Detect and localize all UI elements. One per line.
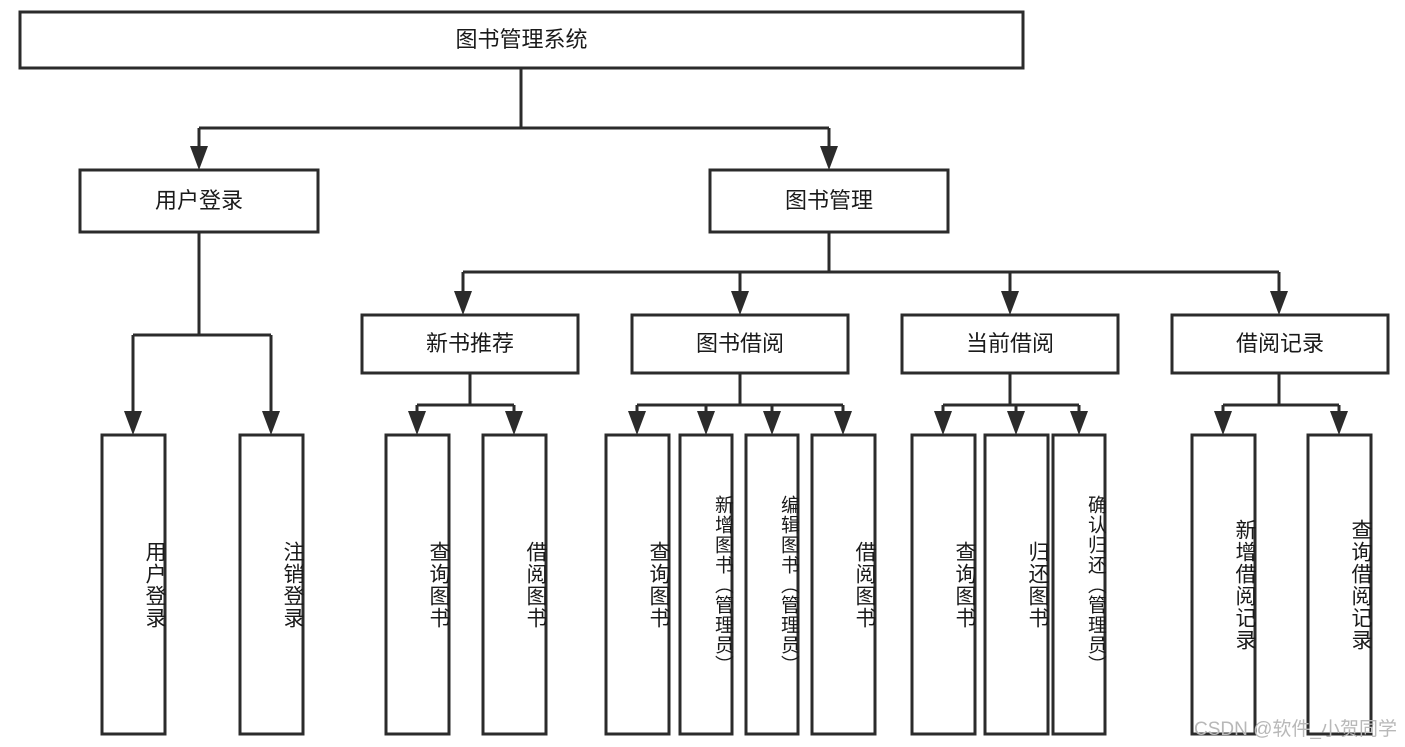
node-label-book-manage: 图书管理 [785, 188, 873, 213]
arrow-head-icon [1214, 411, 1232, 435]
node-box-leaf-return-book[interactable] [983, 433, 1050, 736]
arrow-head-icon [820, 146, 838, 170]
node-box-leaf-borrow-book-1[interactable] [481, 433, 548, 736]
arrow-head-icon [1001, 291, 1019, 315]
node-label-root: 图书管理系统 [455, 27, 587, 52]
node-box-root[interactable] [18, 10, 1025, 70]
node-box-leaf-borrow-book-2[interactable] [810, 433, 877, 736]
node-box-leaf-user-logout[interactable] [238, 433, 305, 736]
node-box-leaf-query-book-2[interactable] [604, 433, 671, 736]
arrow-head-icon [731, 291, 749, 315]
arrow-head-icon [408, 411, 426, 435]
arrow-head-icon [1270, 291, 1288, 315]
arrow-head-icon [934, 411, 952, 435]
node-label-book-borrow: 图书借阅 [696, 331, 784, 356]
node-box-user-login[interactable] [78, 168, 320, 234]
node-box-book-borrow[interactable] [630, 313, 850, 375]
arrow-head-icon [505, 411, 523, 435]
node-label-borrow-record: 借阅记录 [1236, 331, 1324, 356]
node-box-leaf-user-login[interactable] [100, 433, 167, 736]
arrow-head-icon [697, 411, 715, 435]
node-box-leaf-edit-book[interactable] [744, 433, 800, 736]
arrow-head-icon [834, 411, 852, 435]
node-box-leaf-add-book[interactable] [678, 433, 734, 736]
node-box-leaf-confirm-return[interactable] [1051, 433, 1107, 736]
node-box-current-borrow[interactable] [900, 313, 1120, 375]
node-box-leaf-query-book-1[interactable] [384, 433, 451, 736]
arrow-head-icon [190, 146, 208, 170]
node-box-book-manage[interactable] [708, 168, 950, 234]
node-box-new-book-recommend[interactable] [360, 313, 580, 375]
arrow-head-icon [628, 411, 646, 435]
node-box-leaf-query-record[interactable] [1306, 433, 1373, 736]
node-label-new-book-recommend: 新书推荐 [426, 331, 514, 356]
connector-layer [124, 68, 1348, 435]
arrow-head-icon [763, 411, 781, 435]
watermark-label: CSDN @软件_小贺同学 [1194, 719, 1397, 740]
arrow-head-icon [454, 291, 472, 315]
arrow-head-icon [1070, 411, 1088, 435]
node-box-borrow-record[interactable] [1170, 313, 1390, 375]
arrow-head-icon [1330, 411, 1348, 435]
arrow-head-icon [262, 411, 280, 435]
node-box-leaf-add-record[interactable] [1190, 433, 1257, 736]
node-label-current-borrow: 当前借阅 [966, 331, 1054, 356]
arrow-head-icon [124, 411, 142, 435]
node-box-leaf-query-book-3[interactable] [910, 433, 977, 736]
arrow-head-icon [1007, 411, 1025, 435]
node-label-user-login: 用户登录 [155, 188, 243, 213]
